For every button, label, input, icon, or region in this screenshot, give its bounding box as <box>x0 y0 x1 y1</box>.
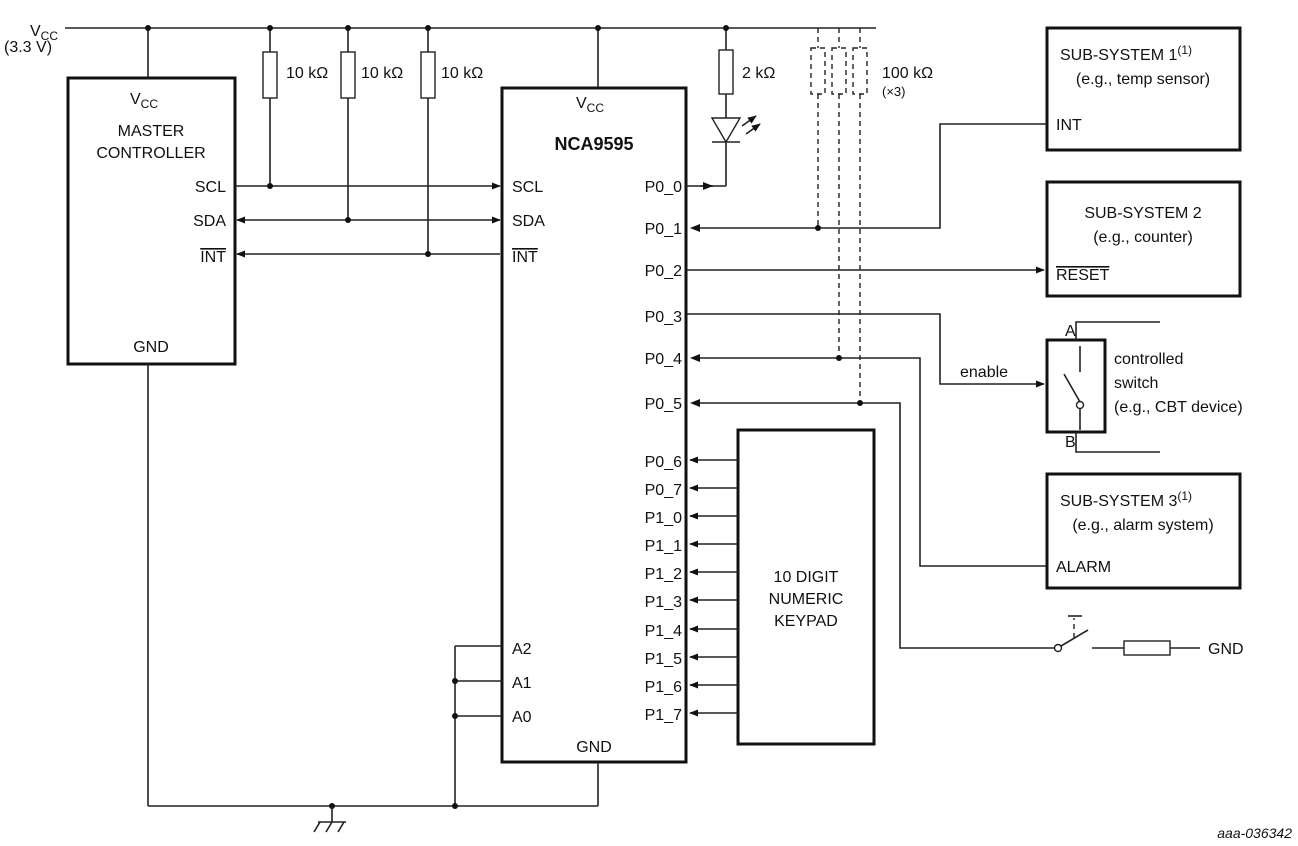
svg-text:P1_3: P1_3 <box>645 594 682 611</box>
svg-text:SCL: SCL <box>512 179 543 196</box>
svg-text:(e.g., alarm system): (e.g., alarm system) <box>1072 517 1213 534</box>
svg-text:SUB-SYSTEM 1(1): SUB-SYSTEM 1(1) <box>1060 43 1192 64</box>
svg-text:INT: INT <box>512 249 538 266</box>
svg-text:100 kΩ: 100 kΩ <box>882 65 933 82</box>
svg-text:(3.3 V): (3.3 V) <box>4 39 52 56</box>
svg-text:P0_4: P0_4 <box>645 351 682 368</box>
svg-text:controlled: controlled <box>1114 351 1183 368</box>
svg-text:P1_7: P1_7 <box>645 707 682 724</box>
sub-system-1: SUB-SYSTEM 1(1) (e.g., temp sensor) INT <box>1045 26 1242 152</box>
svg-text:INT: INT <box>1056 117 1082 134</box>
svg-text:P1_5: P1_5 <box>645 651 682 668</box>
svg-text:P0_1: P0_1 <box>645 221 682 238</box>
svg-text:10 kΩ: 10 kΩ <box>286 65 328 82</box>
svg-text:switch: switch <box>1114 375 1158 392</box>
svg-text:CONTROLLER: CONTROLLER <box>96 145 205 162</box>
svg-text:P0_7: P0_7 <box>645 482 682 499</box>
svg-text:VCC: VCC <box>30 23 58 43</box>
svg-text:MASTER: MASTER <box>118 123 185 140</box>
svg-text:GND: GND <box>1208 641 1244 658</box>
svg-text:RESET: RESET <box>1056 267 1110 284</box>
vcc-supply-label: VCC (3.3 V) <box>4 23 58 56</box>
svg-text:SUB-SYSTEM 2: SUB-SYSTEM 2 <box>1084 205 1201 222</box>
svg-text:A0: A0 <box>512 709 532 726</box>
svg-text:P1_6: P1_6 <box>645 679 682 696</box>
svg-text:(e.g., counter): (e.g., counter) <box>1093 229 1193 246</box>
master-controller: VCC MASTER CONTROLLER SCL SDA INT GND <box>66 76 237 366</box>
sub-system-2: SUB-SYSTEM 2 (e.g., counter) RESET <box>1045 180 1242 298</box>
sub-system-3: SUB-SYSTEM 3(1) (e.g., alarm system) ALA… <box>1045 472 1242 590</box>
svg-text:P0_3: P0_3 <box>645 309 682 326</box>
controlled-switch: enable A B controlled switch (e.g., CBT … <box>686 313 1243 453</box>
svg-text:SCL: SCL <box>195 179 226 196</box>
svg-text:ALARM: ALARM <box>1056 559 1111 576</box>
svg-text:VCC: VCC <box>130 91 158 111</box>
led-indicator: 2 kΩ <box>686 25 775 187</box>
keypad-wires <box>689 456 738 717</box>
svg-text:SDA: SDA <box>512 213 545 230</box>
pushbutton-to-ground: GND <box>1053 615 1244 658</box>
address-and-ground-wiring <box>147 364 599 833</box>
svg-text:VCC: VCC <box>576 95 604 115</box>
svg-text:GND: GND <box>133 339 169 356</box>
svg-text:10 kΩ: 10 kΩ <box>441 65 483 82</box>
svg-text:A2: A2 <box>512 641 532 658</box>
svg-text:P1_2: P1_2 <box>645 566 682 583</box>
svg-text:P0_0: P0_0 <box>645 179 682 196</box>
optional-pullups: 100 kΩ (×3) <box>810 28 933 403</box>
svg-text:INT: INT <box>200 249 226 266</box>
svg-text:GND: GND <box>576 739 612 756</box>
svg-text:SUB-SYSTEM 3(1): SUB-SYSTEM 3(1) <box>1060 489 1192 510</box>
svg-text:(e.g., temp sensor): (e.g., temp sensor) <box>1076 71 1210 88</box>
svg-text:2 kΩ: 2 kΩ <box>742 65 775 82</box>
svg-text:P0_5: P0_5 <box>645 396 682 413</box>
svg-text:P1_1: P1_1 <box>645 538 682 555</box>
svg-text:NUMERIC: NUMERIC <box>769 591 844 608</box>
svg-text:A: A <box>1065 323 1076 340</box>
svg-text:P0_6: P0_6 <box>645 454 682 471</box>
svg-text:P1_4: P1_4 <box>645 623 682 640</box>
nca9595-ic: VCC NCA9595 SCL SDA INT A2 A1 A0 GND P0_… <box>500 86 688 764</box>
svg-text:(×3): (×3) <box>882 84 905 99</box>
svg-text:(e.g., CBT device): (e.g., CBT device) <box>1114 399 1243 416</box>
svg-text:enable: enable <box>960 364 1008 381</box>
svg-text:P1_0: P1_0 <box>645 510 682 527</box>
svg-text:10 DIGIT: 10 DIGIT <box>774 569 839 586</box>
svg-text:P0_2: P0_2 <box>645 263 682 280</box>
svg-text:NCA9595: NCA9595 <box>554 134 633 154</box>
svg-text:B: B <box>1065 434 1076 451</box>
numeric-keypad: 10 DIGIT NUMERIC KEYPAD <box>736 428 876 746</box>
figure-id: aaa-036342 <box>1217 825 1292 841</box>
svg-text:KEYPAD: KEYPAD <box>774 613 838 630</box>
pullup-resistors: 10 kΩ 10 kΩ 10 kΩ <box>262 25 483 254</box>
svg-text:10 kΩ: 10 kΩ <box>361 65 403 82</box>
svg-text:A1: A1 <box>512 675 532 692</box>
svg-text:SDA: SDA <box>193 213 226 230</box>
